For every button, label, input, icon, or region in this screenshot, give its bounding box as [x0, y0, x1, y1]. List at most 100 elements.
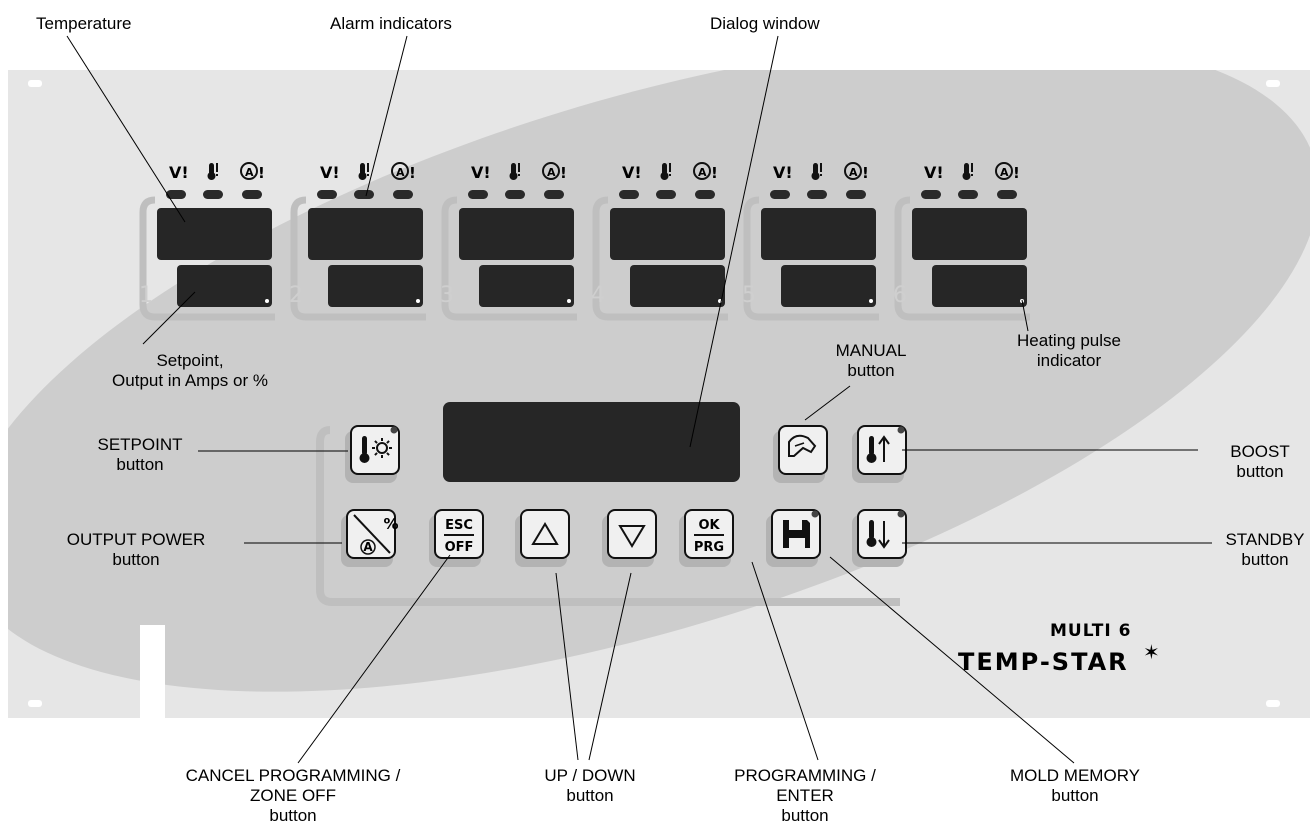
alarm-led — [921, 190, 941, 199]
svg-text:!: ! — [862, 164, 869, 182]
temperature-display — [308, 208, 423, 260]
label-alarm-indicators: Alarm indicators — [330, 14, 452, 33]
off-label: OFF — [444, 540, 474, 555]
percent-label: % — [383, 515, 399, 533]
mount-hole — [28, 700, 42, 707]
setpoint-display — [932, 265, 1027, 307]
heating-pulse-indicator — [567, 299, 571, 303]
setpoint-button[interactable] — [345, 425, 400, 483]
svg-text:!: ! — [1013, 164, 1020, 182]
thermometer-alert-icon — [660, 163, 671, 180]
zone-frame — [592, 196, 728, 321]
zone-number: 6 — [893, 283, 907, 308]
svg-text:A: A — [1000, 166, 1009, 179]
zone-frame — [290, 196, 426, 321]
current-alarm-icon: A! — [995, 162, 1020, 182]
down-button[interactable] — [602, 509, 657, 567]
temperature-display — [610, 208, 725, 260]
thermometer-alert-icon — [811, 163, 822, 180]
alarm-led — [203, 190, 223, 199]
ok-prg-button[interactable] — [679, 509, 734, 567]
key-led — [390, 426, 398, 434]
svg-text:A: A — [698, 166, 707, 179]
svg-text:!: ! — [409, 164, 416, 182]
setpoint-display — [630, 265, 725, 307]
voltage-alarm-icon: V! — [471, 163, 491, 182]
zone-number: 2 — [289, 283, 303, 308]
zone-frame — [894, 196, 1030, 321]
temperature-display — [459, 208, 574, 260]
setpoint-display — [781, 265, 876, 307]
voltage-alarm-icon: V! — [622, 163, 642, 182]
heating-pulse-indicator — [265, 299, 269, 303]
label-setpoint-output: Setpoint,Output in Amps or % — [112, 351, 268, 390]
zone-number: 3 — [440, 283, 454, 308]
svg-text:!: ! — [258, 164, 265, 182]
zone-6: V! A! — [894, 162, 1030, 321]
current-alarm-icon: A! — [542, 162, 567, 182]
star-icon: ✶ — [1143, 642, 1160, 664]
svg-text:!: ! — [560, 164, 567, 182]
mount-hole — [1266, 80, 1280, 87]
temperature-display — [761, 208, 876, 260]
current-alarm-icon: A! — [844, 162, 869, 182]
alarm-led — [317, 190, 337, 199]
alarm-led — [997, 190, 1017, 199]
prg-label: PRG — [693, 540, 725, 555]
brand-logo-text: TEMP-STAR — [958, 648, 1129, 676]
standby-button[interactable] — [852, 509, 907, 567]
zone-2: V!A! — [290, 162, 426, 321]
zone-frame — [441, 196, 577, 321]
temperature-display — [157, 208, 272, 260]
alarm-led — [619, 190, 639, 199]
key-led — [811, 510, 819, 518]
voltage-alarm-icon: V! — [773, 163, 793, 182]
zone-number: 1 — [139, 283, 153, 308]
alarm-led — [695, 190, 715, 199]
alarm-led — [166, 190, 186, 199]
esc-label: ESC — [445, 518, 473, 533]
panel-cutout — [140, 625, 165, 718]
current-alarm-icon: A! — [240, 162, 265, 182]
brand-model: MULTI 6 — [1050, 621, 1132, 641]
heating-pulse-indicator — [416, 299, 420, 303]
temperature-display — [912, 208, 1027, 260]
thermometer-alert-icon — [509, 163, 520, 180]
mold-memory-button[interactable] — [766, 509, 821, 567]
up-button[interactable] — [515, 509, 570, 567]
alarm-led — [656, 190, 676, 199]
heating-pulse-indicator — [1020, 299, 1024, 303]
ok-label: OK — [698, 518, 720, 533]
setpoint-display — [479, 265, 574, 307]
voltage-alarm-icon: V! — [169, 163, 189, 182]
key-led — [897, 510, 905, 518]
boost-button[interactable] — [852, 425, 907, 483]
zone-number: 4 — [591, 283, 605, 308]
alarm-led — [807, 190, 827, 199]
svg-text:A: A — [547, 166, 556, 179]
label-temperature: Temperature — [36, 14, 132, 33]
svg-text:A: A — [245, 166, 254, 179]
setpoint-display — [328, 265, 423, 307]
mount-hole — [28, 80, 42, 87]
alarm-led — [242, 190, 262, 199]
alarm-led — [770, 190, 790, 199]
zone-3: V! A! — [441, 162, 577, 321]
esc-off-button[interactable] — [429, 509, 484, 567]
voltage-alarm-icon: V! — [924, 163, 944, 182]
mount-hole — [1266, 700, 1280, 707]
manual-button[interactable] — [773, 425, 828, 483]
key-led — [897, 426, 905, 434]
svg-text:A: A — [396, 166, 405, 179]
alarm-led — [544, 190, 564, 199]
setpoint-display — [177, 265, 272, 307]
